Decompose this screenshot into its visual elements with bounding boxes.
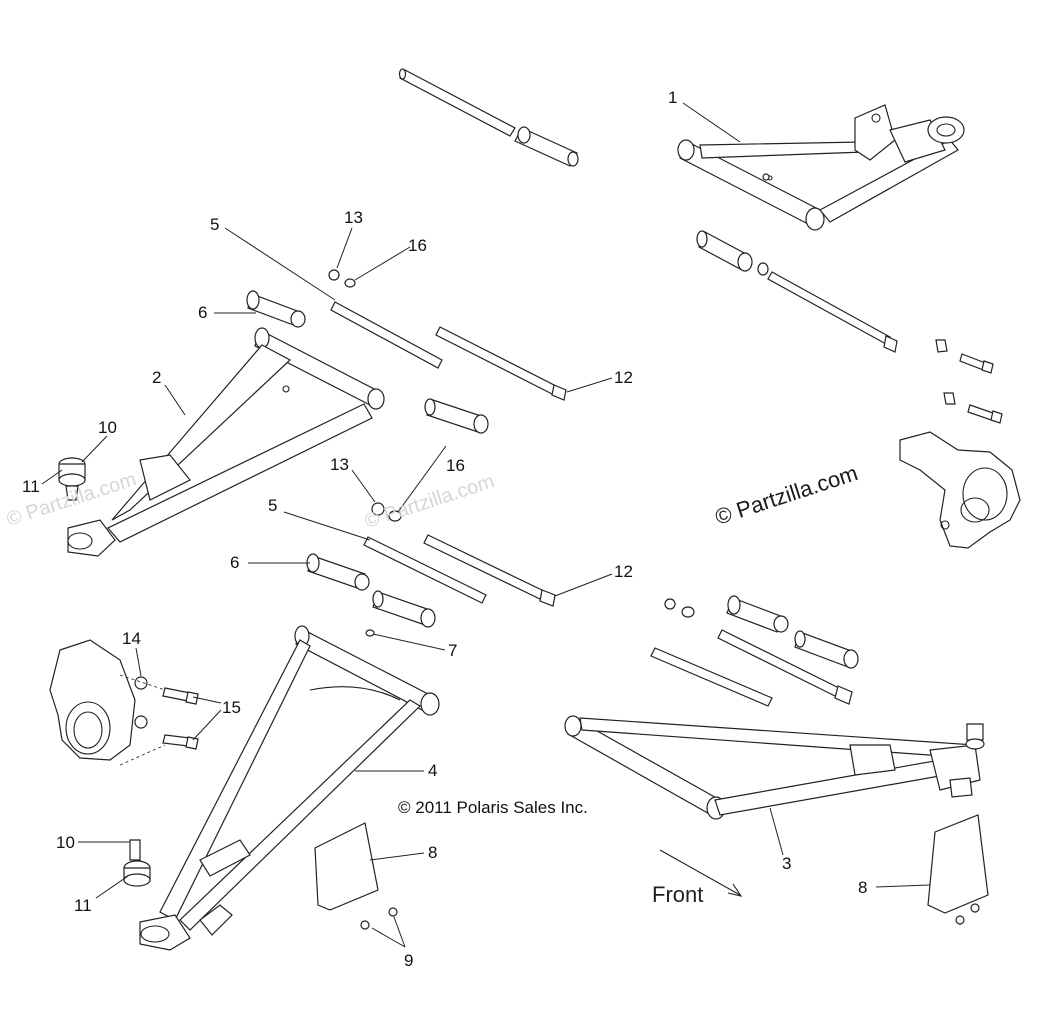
pivot-shaft-and-bolt-upper bbox=[246, 269, 567, 434]
callout-4: 4 bbox=[428, 761, 438, 780]
pivot-bolt-set-upper-right bbox=[696, 230, 1003, 424]
copyright-notice: © 2011 Polaris Sales Inc. bbox=[398, 798, 588, 817]
callout-6-upper: 6 bbox=[198, 303, 208, 322]
callout-11-upper: 11 bbox=[22, 477, 40, 496]
callout-3: 3 bbox=[782, 854, 792, 873]
callout-10-upper: 10 bbox=[98, 418, 117, 437]
callout-15: 15 bbox=[222, 698, 241, 717]
leader-lines bbox=[41, 102, 931, 948]
front-arrow bbox=[659, 849, 743, 897]
skid-plate-left bbox=[314, 822, 398, 930]
callout-8-right: 8 bbox=[858, 878, 868, 897]
callout-13-upper: 13 bbox=[344, 208, 363, 227]
pivot-bolt-set-lower-right bbox=[650, 595, 859, 707]
callout-11-lower: 11 bbox=[74, 896, 92, 915]
callout-6-lower: 6 bbox=[230, 553, 240, 572]
callout-2: 2 bbox=[152, 368, 162, 387]
lower-a-arm-lower-right bbox=[564, 715, 985, 820]
top-shaft bbox=[398, 68, 579, 167]
callout-10-lower: 10 bbox=[56, 833, 75, 852]
pivot-shaft-and-bolt-lower bbox=[306, 534, 556, 637]
callout-14: 14 bbox=[122, 629, 141, 648]
steering-knuckle-left bbox=[49, 639, 199, 766]
callout-12-lower: 12 bbox=[614, 562, 633, 581]
lower-a-arm-lower-left bbox=[139, 625, 440, 951]
callout-8-left: 8 bbox=[428, 843, 438, 862]
callout-13-lower: 13 bbox=[330, 455, 349, 474]
ball-joint-upper-left bbox=[58, 457, 86, 501]
callout-1: 1 bbox=[668, 88, 678, 107]
callout-5-lower: 5 bbox=[268, 496, 278, 515]
steering-knuckle-right bbox=[899, 431, 1021, 549]
upper-a-arm-top-right bbox=[677, 104, 965, 231]
skid-plate-right bbox=[927, 814, 989, 925]
nut-washer-middle bbox=[371, 502, 402, 522]
callout-5-upper: 5 bbox=[210, 215, 220, 234]
callout-12-upper: 12 bbox=[614, 368, 633, 387]
ball-joint-lower-left bbox=[123, 839, 151, 887]
callout-7: 7 bbox=[448, 641, 458, 660]
callout-9: 9 bbox=[404, 951, 414, 970]
front-direction-label: Front bbox=[652, 882, 704, 907]
lower-a-arm-upper-left bbox=[67, 327, 385, 557]
callout-16-upper: 16 bbox=[408, 236, 427, 255]
callout-16-lower: 16 bbox=[446, 456, 465, 475]
